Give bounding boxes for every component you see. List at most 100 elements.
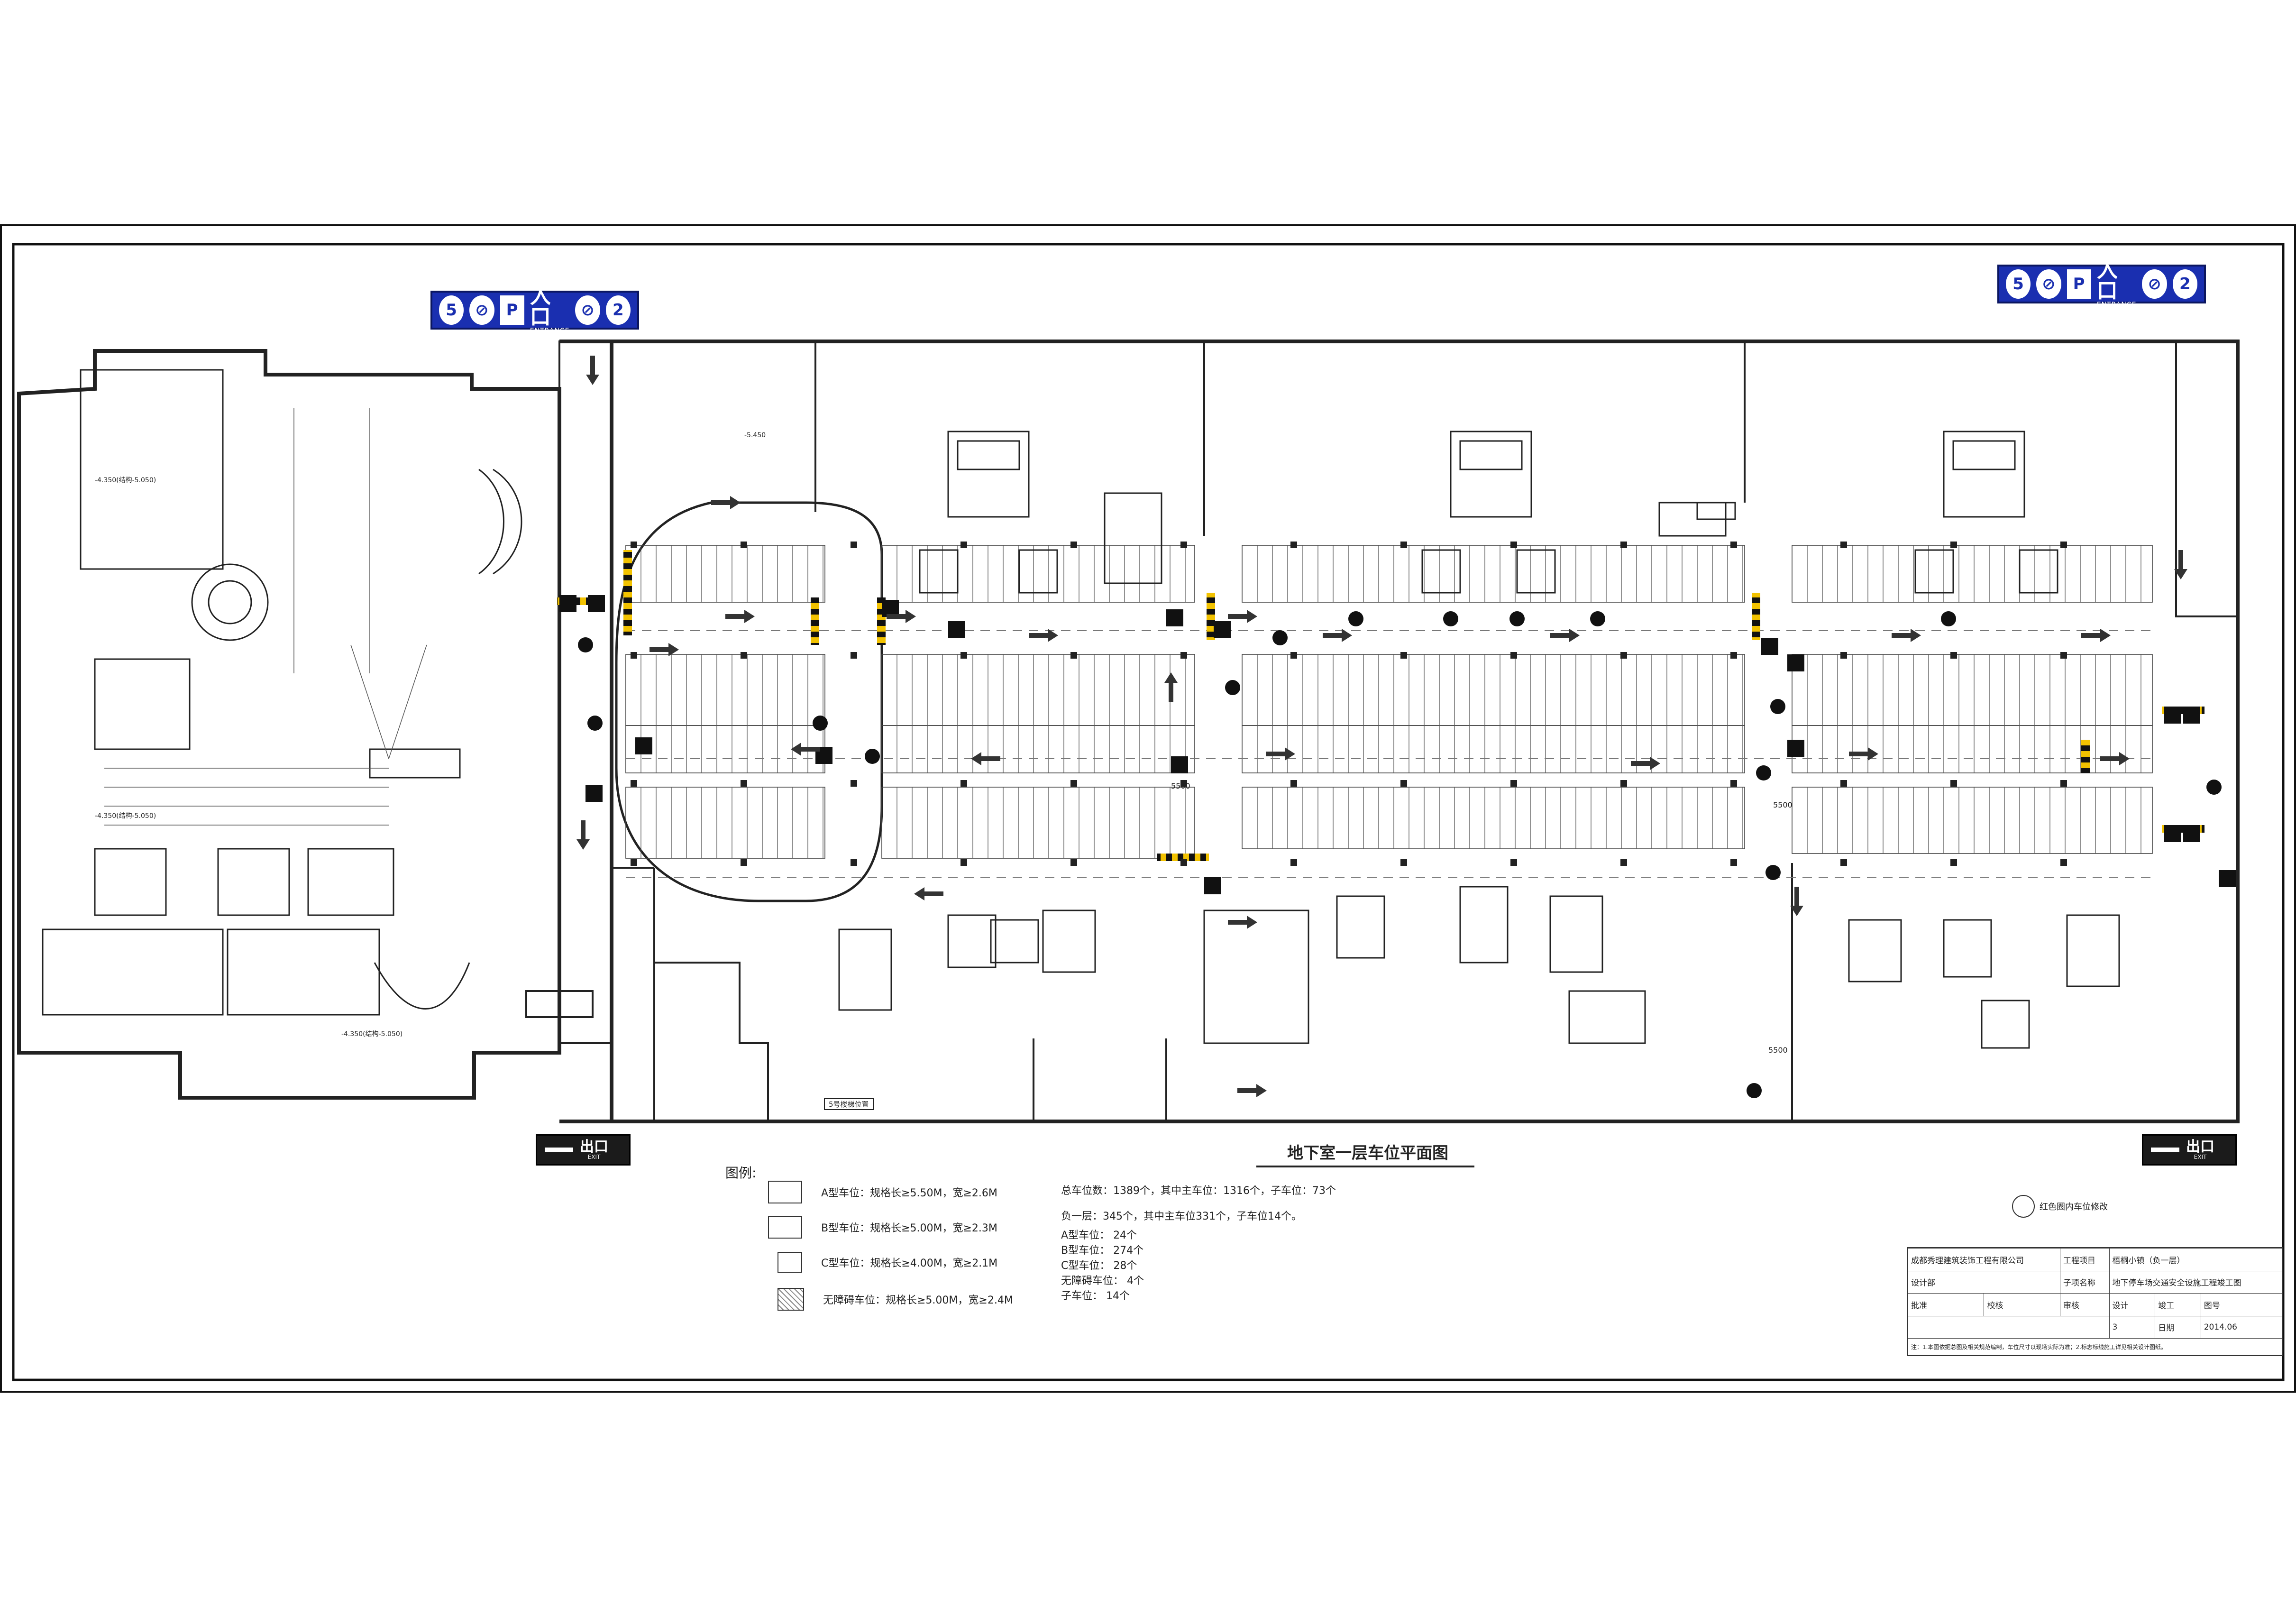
height-limit-icon: 2 — [605, 295, 631, 325]
traffic-sign-marker — [2164, 825, 2181, 842]
structural-column — [1180, 542, 1187, 548]
structural-column — [2060, 652, 2067, 659]
entrance-sign-east: 5 ⊘ P 入口 ENTRANCE ⊘ 2 — [1997, 260, 2206, 308]
structural-column — [631, 780, 637, 787]
structural-column — [1290, 780, 1297, 787]
traffic-sign-marker — [635, 737, 652, 754]
sheet-outer-border — [0, 224, 2296, 1393]
direction-arrow — [576, 820, 590, 850]
garage-outline — [559, 340, 2240, 1123]
drawing-no-label: 图号 — [2200, 1293, 2283, 1316]
direction-arrow — [791, 743, 820, 756]
traffic-sign-marker — [2206, 780, 2222, 795]
summary-row: 无障碍车位： 4个 — [1061, 1275, 1144, 1287]
speed-limit-icon: 5 — [2006, 269, 2031, 299]
traffic-sign-marker — [1204, 877, 1221, 894]
traffic-sign-marker — [1787, 654, 1804, 671]
structural-column — [1840, 859, 1847, 866]
structural-column — [1620, 859, 1627, 866]
department: 设计部 — [1908, 1270, 2060, 1294]
parking-icon: P — [500, 295, 524, 325]
structural-column — [2060, 859, 2067, 866]
structural-column — [851, 542, 857, 548]
structural-column — [1400, 780, 1407, 787]
parking-summary: 总车位数：1389个，其中主车位：1316个，子车位：73个 负一层：345个，… — [1061, 1182, 1336, 1306]
direction-arrow — [1892, 629, 1921, 642]
structural-column — [1180, 780, 1187, 787]
structural-column — [1950, 780, 1957, 787]
revision-note: 红色圈内车位修改 — [2012, 1195, 2108, 1218]
entrance-ramp-east — [2175, 340, 2239, 617]
structural-column — [1510, 859, 1517, 866]
traffic-sign-marker — [1225, 680, 1240, 695]
traffic-sign-marker — [2164, 707, 2181, 724]
traffic-sign-marker — [1166, 609, 1183, 626]
dimension-label: 5500 — [1171, 781, 1190, 790]
direction-arrow — [2100, 752, 2130, 765]
traffic-sign-marker — [1756, 765, 1771, 781]
direction-arrow — [1550, 629, 1580, 642]
traffic-sign-marker — [1509, 611, 1525, 626]
hazard-stripes — [557, 550, 2205, 861]
exit-bar-icon — [545, 1148, 573, 1152]
check-label: 校核 — [1984, 1293, 2060, 1316]
direction-arrow — [1790, 887, 1803, 916]
structural-column — [631, 859, 637, 866]
structural-column — [1950, 542, 1957, 548]
structural-column — [1950, 652, 1957, 659]
traffic-sign-marker — [1348, 611, 1363, 626]
traffic-sign-marker — [588, 595, 605, 612]
direction-arrow — [1228, 610, 1257, 623]
traffic-sign-marker — [1787, 740, 1804, 757]
title-block-notes: 注：1.本图依据总图及相关规范编制，车位尺寸以现场实际为准；2.标志标线施工详见… — [1908, 1338, 2282, 1355]
sheet-number: 3 — [2109, 1315, 2156, 1339]
structural-column — [960, 652, 967, 659]
exit-sign-west: 出口 EXIT — [536, 1134, 631, 1166]
structural-column — [741, 780, 747, 787]
no-overtake-icon: ⊘ — [575, 295, 600, 325]
legend-item-type-b: B型车位：规格长≥5.00M，宽≥2.3M — [768, 1216, 997, 1239]
traffic-sign-marker — [2219, 870, 2236, 887]
sheet-inner-border — [12, 243, 2285, 1381]
structural-column — [1730, 780, 1737, 787]
direction-arrow — [649, 643, 679, 656]
legend-item-accessible: 无障碍车位：规格长≥5.00M，宽≥2.4M — [778, 1288, 1013, 1311]
traffic-sign-marker — [585, 785, 603, 802]
elevation-label: -4.350(结构-5.050) — [341, 1030, 403, 1038]
entrance-label: 入口 ENTRANCE — [2096, 258, 2137, 309]
design-label: 设计 — [2109, 1293, 2156, 1316]
structural-column — [1070, 780, 1077, 787]
structural-column — [2060, 542, 2067, 548]
elevation-label: -4.350(结构-5.050) — [95, 812, 156, 820]
direction-arrow — [2174, 550, 2187, 579]
structural-column — [1180, 652, 1187, 659]
direction-arrow — [1237, 1084, 1267, 1097]
legend-title: 图例: — [725, 1165, 757, 1181]
traffic-sign-marker — [587, 716, 603, 731]
structural-column — [960, 859, 967, 866]
structural-column — [1290, 859, 1297, 866]
exit-bar-icon — [2151, 1148, 2179, 1152]
structural-column — [1290, 652, 1297, 659]
entrance-sign-west: 5 ⊘ P 入口 ENTRANCE ⊘ 2 — [430, 286, 639, 334]
traffic-sign-marker — [1761, 638, 1778, 655]
structural-column — [1620, 542, 1627, 548]
stage-label: 竣工 — [2155, 1293, 2201, 1316]
structural-column — [1730, 542, 1737, 548]
stall-c-icon — [778, 1252, 802, 1273]
company-name: 成都秀理建筑装饰工程有限公司 — [1908, 1248, 2060, 1271]
structural-column — [851, 780, 857, 787]
stall-b-icon — [768, 1216, 802, 1239]
drawing-name-value: 地下停车场交通安全设施工程竣工图 — [2109, 1270, 2283, 1294]
dimension-label: 5500 — [1773, 800, 1793, 809]
structural-column — [851, 859, 857, 866]
entrance-label: 入口 ENTRANCE — [530, 284, 570, 335]
revision-circle-icon — [2012, 1195, 2035, 1218]
direction-arrow — [914, 887, 943, 900]
accessible-stall-icon — [778, 1288, 804, 1311]
direction-arrow — [586, 356, 599, 385]
summary-row: A型车位： 24个 — [1061, 1230, 1137, 1241]
structural-column — [1290, 542, 1297, 548]
legend-item-type-c: C型车位：规格长≥4.00M，宽≥2.1M — [778, 1252, 997, 1273]
traffic-sign-marker — [559, 595, 576, 612]
